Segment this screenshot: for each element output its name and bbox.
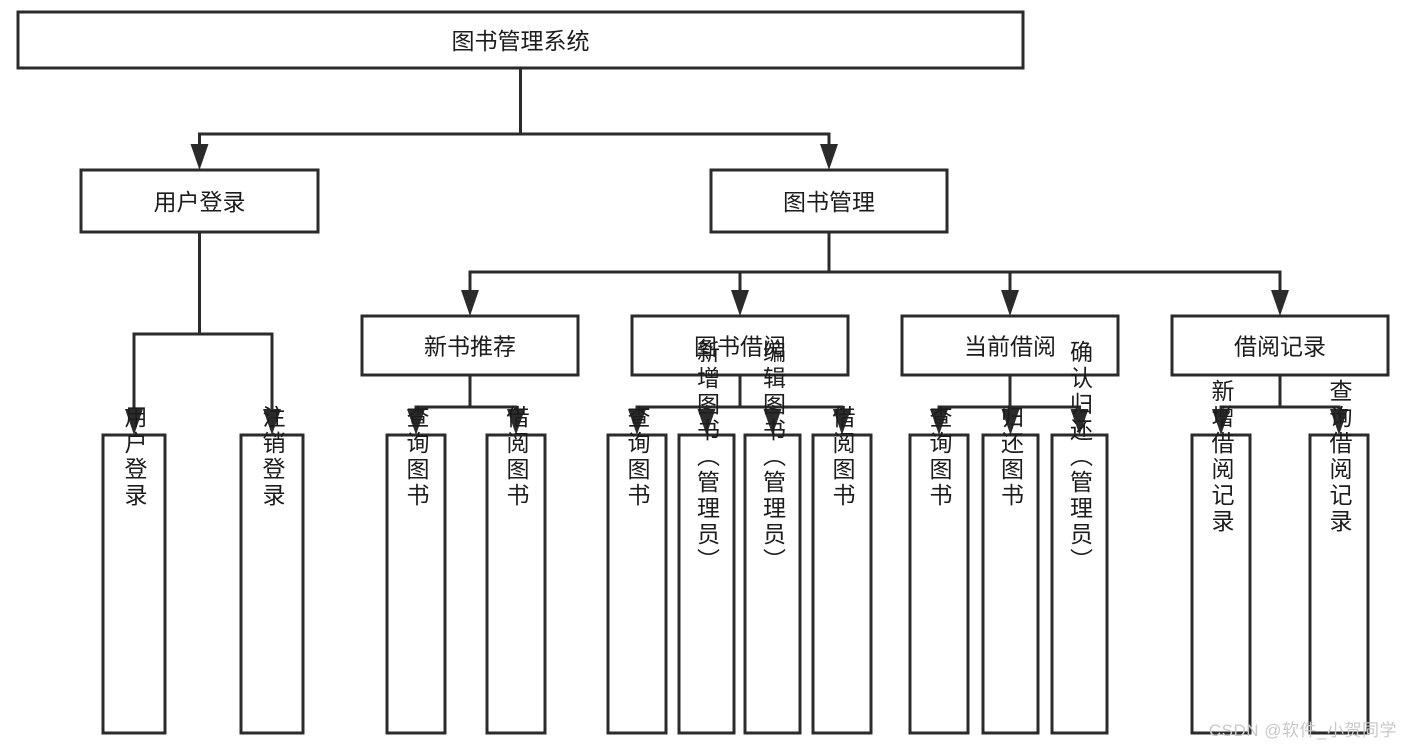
node-user-login[interactable]: 用户登录 <box>79 168 320 234</box>
node-label: 用户登录 <box>121 405 148 509</box>
arrow-head-icon <box>1001 409 1020 435</box>
node-label: 新增借阅记录 <box>1208 379 1235 535</box>
arrow-head-icon <box>1330 409 1348 435</box>
node-label: 借阅图书 <box>829 405 856 509</box>
node-label: 新书推荐 <box>424 334 516 360</box>
node-leaf-cur-return[interactable]: 归还图书 <box>981 405 1040 735</box>
arrow-head-icon <box>930 409 948 435</box>
node-leaf-rec-query[interactable]: 查询图书 <box>385 405 447 735</box>
connector-group-borrow-record <box>1212 373 1348 435</box>
node-leaf-user-login[interactable]: 用户登录 <box>101 405 167 735</box>
node-box <box>606 433 668 735</box>
arrow-head-icon <box>507 409 525 435</box>
node-box <box>709 168 949 234</box>
node-label: 查询图书 <box>624 405 651 509</box>
node-label: 查询图书 <box>403 405 430 509</box>
arrow-head-icon <box>1212 409 1230 435</box>
arrow-head-icon <box>125 409 143 435</box>
node-leaf-borrow-add[interactable]: 新增图书（管理员） <box>677 340 736 735</box>
node-layer: 图书管理系统用户登录图书管理新书推荐图书借阅当前借阅借阅记录用户登录注销登录查询… <box>16 10 1390 735</box>
csdn-watermark: CSDN @软件_小贺同学 <box>1208 721 1397 740</box>
node-leaf-cur-query[interactable]: 查询图书 <box>908 405 970 735</box>
node-box <box>1170 314 1390 377</box>
node-box <box>630 314 850 377</box>
node-label: 借阅图书 <box>503 405 530 509</box>
node-leaf-user-logout[interactable]: 注销登录 <box>239 405 305 735</box>
arrow-head-icon <box>820 144 838 170</box>
node-box <box>385 433 447 735</box>
connector-group-root <box>190 66 838 170</box>
connector-group-book-borrow <box>628 373 851 435</box>
arrow-head-icon <box>697 409 716 435</box>
arrow-head-icon <box>263 409 281 435</box>
connector-group-current-borrow <box>930 373 1089 435</box>
node-label: 查询借阅记录 <box>1326 379 1353 535</box>
connector-group-user-login <box>125 230 281 435</box>
connector-group-new-book-rec <box>407 373 525 435</box>
arrow-head-icon <box>1271 290 1289 316</box>
arrow-head-icon <box>407 409 425 435</box>
node-label: 新增图书（管理员） <box>694 340 721 574</box>
node-box <box>239 433 305 735</box>
node-label: 图书借阅 <box>694 334 786 360</box>
node-box <box>677 433 736 735</box>
node-box <box>743 433 802 735</box>
node-leaf-rec-find[interactable]: 查询借阅记录 <box>1308 379 1370 735</box>
node-leaf-borrow-do[interactable]: 借阅图书 <box>811 405 873 735</box>
node-root[interactable]: 图书管理系统 <box>16 10 1025 70</box>
arrow-head-icon <box>461 290 479 316</box>
node-label: 图书管理系统 <box>452 28 590 54</box>
node-box <box>1050 433 1109 735</box>
arrow-head-icon <box>763 409 782 435</box>
node-label: 归还图书 <box>998 405 1025 509</box>
node-box <box>900 314 1120 377</box>
node-leaf-borrow-edit[interactable]: 编辑图书（管理员） <box>743 340 802 735</box>
arrow-head-icon <box>1001 290 1019 316</box>
node-new-book-rec[interactable]: 新书推荐 <box>360 314 580 377</box>
node-leaf-borrow-query[interactable]: 查询图书 <box>606 405 668 735</box>
node-box <box>981 433 1040 735</box>
node-box <box>1190 433 1252 735</box>
node-box <box>79 168 320 234</box>
node-label: 确认归还（管理员） <box>1067 340 1094 574</box>
node-leaf-rec-borrow[interactable]: 借阅图书 <box>485 405 547 735</box>
node-label: 借阅记录 <box>1234 334 1326 360</box>
arrow-head-icon <box>731 290 749 316</box>
node-book-manage[interactable]: 图书管理 <box>709 168 949 234</box>
connector-group-book-manage <box>461 230 1289 316</box>
node-box <box>360 314 580 377</box>
node-label: 查询图书 <box>926 405 953 509</box>
connector-layer <box>125 66 1348 435</box>
arrow-head-icon <box>833 409 851 435</box>
node-current-borrow[interactable]: 当前借阅 <box>900 314 1120 377</box>
node-box <box>101 433 167 735</box>
node-leaf-cur-confirm[interactable]: 确认归还（管理员） <box>1050 340 1109 735</box>
arrow-head-icon <box>628 409 646 435</box>
node-label: 当前借阅 <box>964 334 1056 360</box>
node-box <box>16 10 1025 70</box>
arrow-head-icon <box>190 144 209 170</box>
node-box <box>485 433 547 735</box>
node-label: 注销登录 <box>259 405 286 509</box>
node-label: 用户登录 <box>154 189 246 215</box>
node-borrow-record[interactable]: 借阅记录 <box>1170 314 1390 377</box>
arrow-head-icon <box>1070 409 1089 435</box>
node-box <box>811 433 873 735</box>
node-label: 图书管理 <box>783 189 875 215</box>
node-box <box>1308 433 1370 735</box>
node-leaf-rec-add[interactable]: 新增借阅记录 <box>1190 379 1252 735</box>
node-label: 编辑图书（管理员） <box>760 340 787 574</box>
node-book-borrow[interactable]: 图书借阅 <box>630 314 850 377</box>
node-box <box>908 433 970 735</box>
